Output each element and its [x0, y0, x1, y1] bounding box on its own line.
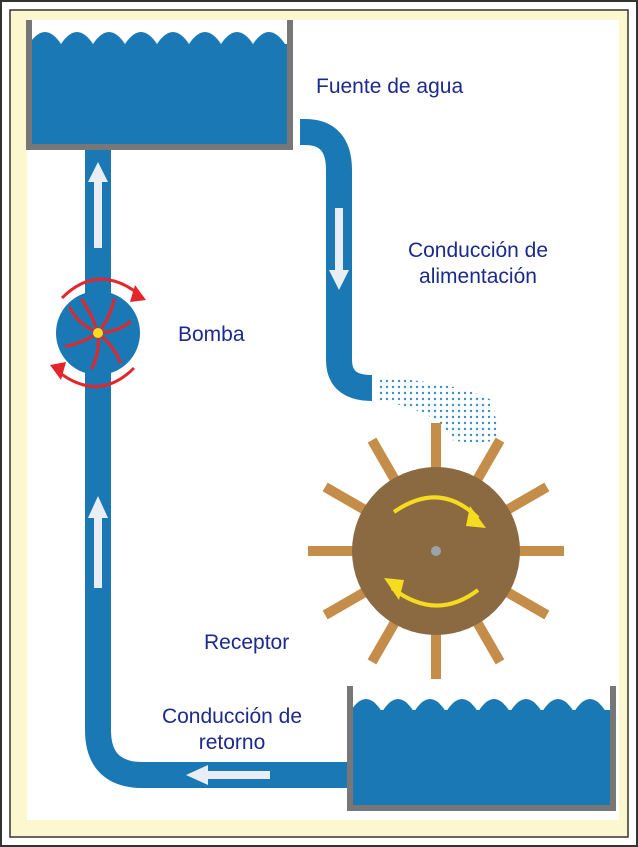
feed-pipe-label-line1: Conducción de [407, 239, 549, 262]
water-source-label: Fuente de agua [316, 75, 464, 98]
return-pipe-label: Conducción de retorno [134, 704, 330, 756]
pump-impeller-icon [50, 277, 146, 388]
flow-arrow-icon [88, 162, 349, 785]
feed-pipe-label: Conducción de alimentación [388, 238, 568, 290]
return-pipe [85, 145, 352, 788]
water-wheel-icon [308, 423, 564, 679]
feed-pipe-label-line2: alimentación [419, 265, 537, 288]
water-tank-icon [347, 686, 616, 811]
water-spray [376, 378, 500, 443]
feed-pipe [300, 119, 373, 401]
pump-label: Bomba [178, 323, 245, 346]
return-pipe-label-line2: retorno [198, 731, 266, 754]
return-pipe-label-line1: Conducción de [161, 705, 303, 728]
receiver-label: Receptor [204, 631, 290, 654]
water-tank-icon [26, 20, 293, 150]
